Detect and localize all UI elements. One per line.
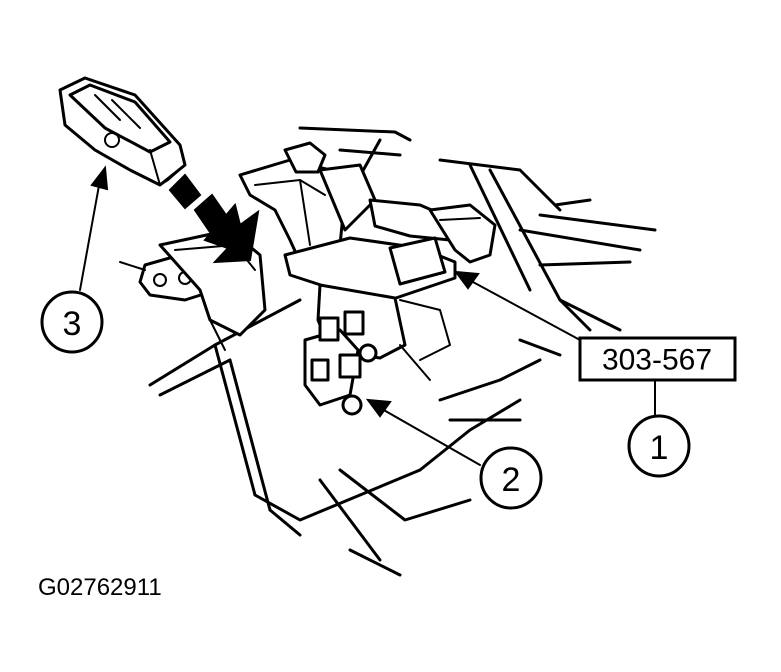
frame-structure	[148, 126, 657, 577]
callout-1: 1	[627, 414, 691, 478]
mount-bracket	[283, 236, 457, 416]
callout-3: 3	[40, 290, 104, 354]
figure-id: G02762911	[38, 574, 162, 601]
engine-bracket	[238, 141, 497, 264]
callout-1-number: 1	[650, 429, 669, 467]
removal-direction-arrow	[168, 173, 260, 264]
leader-lines	[79, 165, 656, 466]
special-tool-label: 303-567	[578, 336, 737, 382]
callout-3-number: 3	[63, 305, 82, 343]
tool-number-text: 303-567	[602, 344, 712, 377]
callout-2-number: 2	[502, 461, 521, 499]
callout-2: 2	[479, 446, 543, 510]
removed-mount-part	[58, 76, 187, 187]
